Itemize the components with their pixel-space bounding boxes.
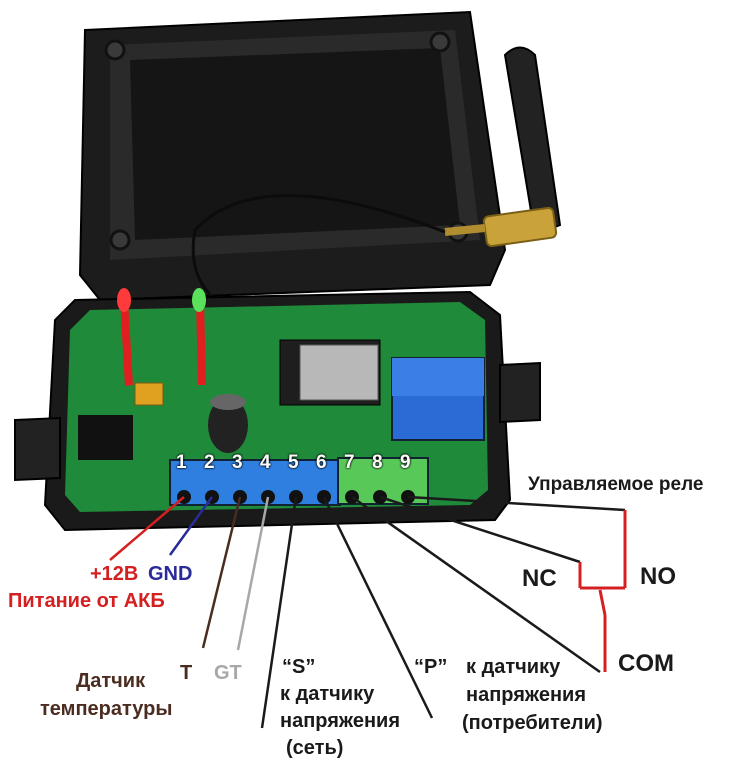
pin-number-1: 1 bbox=[176, 452, 187, 473]
label-nc: NC bbox=[522, 565, 557, 592]
pin-number-4: 4 bbox=[260, 452, 271, 473]
label-relay-title: Управляемое реле bbox=[528, 474, 704, 495]
label-s-line2: напряжения bbox=[280, 710, 400, 732]
label-p-line2: напряжения bbox=[466, 684, 586, 706]
pin-number-2: 2 bbox=[204, 452, 215, 473]
label-gt: GT bbox=[214, 662, 242, 684]
pin-number-3: 3 bbox=[232, 452, 243, 473]
terminal-block-blue bbox=[169, 459, 341, 506]
label-t: T bbox=[180, 662, 193, 684]
label-gnd: GND bbox=[148, 563, 193, 585]
pin-number-8: 8 bbox=[372, 452, 383, 473]
relay-schematic bbox=[578, 510, 627, 672]
label-p-quote: “P” bbox=[414, 656, 448, 678]
label-p-line1: к датчику bbox=[466, 656, 561, 678]
label-temp-sensor-line2: температуры bbox=[40, 698, 173, 720]
label-power-voltage: +12B bbox=[90, 563, 139, 585]
label-s-line1: к датчику bbox=[280, 683, 375, 705]
label-temp-sensor-line1: Датчик bbox=[76, 670, 146, 692]
pin-number-7: 7 bbox=[344, 452, 355, 473]
label-s-line3: (сеть) bbox=[286, 737, 344, 759]
label-s-quote: “S” bbox=[282, 656, 316, 678]
pin-number-9: 9 bbox=[400, 452, 411, 473]
label-com: COM bbox=[618, 650, 674, 677]
gsm-antenna bbox=[191, 46, 562, 320]
label-no: NO bbox=[640, 563, 676, 590]
pin-number-6: 6 bbox=[316, 452, 327, 473]
wiring bbox=[109, 495, 626, 729]
label-p-line3: (потребители) bbox=[462, 712, 603, 734]
enclosure-lid bbox=[78, 10, 507, 302]
label-power-source: Питание от АКБ bbox=[8, 590, 165, 612]
pin-number-5: 5 bbox=[288, 452, 299, 473]
